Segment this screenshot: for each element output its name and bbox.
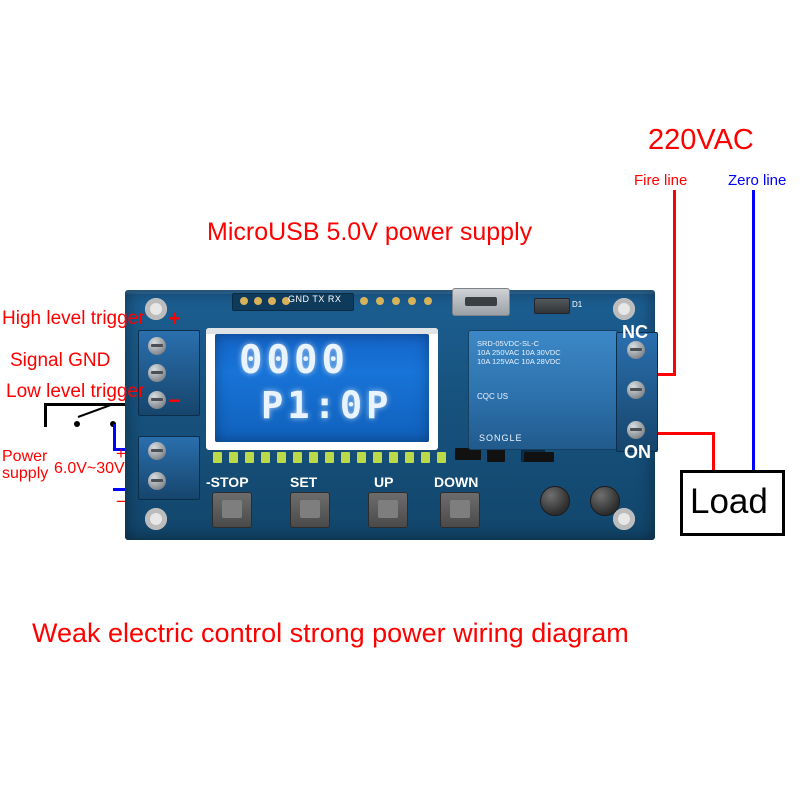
microusb-connector[interactable]	[452, 288, 510, 316]
relay-spec-line-1: 10A 250VAC 10A 30VDC	[477, 348, 561, 357]
capacitor	[590, 486, 620, 516]
high-level-trigger-label: High level trigger	[2, 308, 145, 329]
wire-zero-line-vertical	[752, 190, 755, 472]
smd-component	[487, 446, 505, 462]
switch-lever	[77, 404, 111, 418]
capacitor	[540, 486, 570, 516]
zero-line-label: Zero line	[728, 172, 787, 189]
wire-fire-line-to-nc	[655, 373, 676, 376]
board-edge-strip	[125, 290, 655, 294]
solder-pad	[245, 452, 254, 463]
wire-switch-left-down	[44, 403, 47, 427]
mounting-hole-top-left	[145, 298, 167, 320]
solder-pad	[421, 452, 430, 463]
terminal-screw[interactable]	[148, 391, 166, 409]
solder-pad	[437, 452, 446, 463]
diagram-caption: Weak electric control strong power wirin…	[32, 618, 629, 648]
mounting-hole-bottom-left	[145, 508, 167, 530]
relay-brand: SONGLE	[479, 433, 523, 443]
power-terminal-block[interactable]	[138, 436, 200, 500]
relay-spec-text: SRD-05VDC-SL-C 10A 250VAC 10A 30VDC 10A …	[477, 339, 609, 401]
solder-pad	[293, 452, 302, 463]
terminal-screw[interactable]	[148, 337, 166, 355]
low-level-trigger-label: Low level trigger	[6, 381, 145, 402]
terminal-screw[interactable]	[148, 472, 166, 490]
solder-pad	[325, 452, 334, 463]
wire-switch-top	[44, 403, 150, 406]
terminal-screw-on[interactable]	[627, 421, 645, 439]
solder-pad	[341, 452, 350, 463]
solder-pad	[405, 452, 414, 463]
d1-silkscreen-label: D1	[572, 300, 583, 309]
down-button[interactable]	[440, 492, 480, 528]
down-button-label: DOWN	[434, 474, 479, 490]
voltage-range-label: 6.0V~30V	[54, 460, 125, 477]
uart-header-strip	[232, 293, 354, 311]
power-supply-line1: Power	[2, 448, 48, 465]
wire-on-down-to-load	[712, 432, 715, 472]
load-box	[680, 470, 785, 536]
microusb-supply-label: MicroUSB 5.0V power supply	[207, 218, 533, 246]
relay-module: SRD-05VDC-SL-C 10A 250VAC 10A 30VDC 10A …	[468, 330, 618, 450]
signal-gnd-label: Signal GND	[10, 350, 111, 371]
mode-switch[interactable]	[534, 298, 570, 314]
solder-pad	[309, 452, 318, 463]
header-pad	[408, 297, 416, 305]
set-button[interactable]	[290, 492, 330, 528]
header-pad	[424, 297, 432, 305]
terminal-screw[interactable]	[148, 364, 166, 382]
lcd-display: 0000 P1:0P	[206, 328, 438, 450]
mounting-hole-top-right	[613, 298, 635, 320]
wire-power-minus-vertical	[113, 488, 116, 490]
fire-line-label: Fire line	[634, 172, 688, 189]
power-supply-line2: supply	[2, 465, 49, 482]
solder-pad	[373, 452, 382, 463]
solder-pad	[213, 452, 222, 463]
header-pad	[360, 297, 368, 305]
wire-fire-line-vertical	[673, 190, 676, 375]
solder-pad	[261, 452, 270, 463]
relay-model: SRD-05VDC-SL-C	[477, 339, 540, 348]
header-pad	[254, 297, 262, 305]
header-pad	[392, 297, 400, 305]
lcd-mode-line: P1:0P	[261, 384, 393, 427]
wire-on-to-load	[655, 432, 715, 435]
set-button-label: SET	[290, 474, 318, 490]
lcd-value-line: 0000	[239, 338, 349, 383]
terminal-screw-nc[interactable]	[627, 341, 645, 359]
lcd-screen: 0000 P1:0P	[215, 334, 429, 442]
high-level-plus-sign: +	[168, 306, 181, 331]
small-chip	[524, 452, 554, 462]
header-pad	[268, 297, 276, 305]
ac-source-label: 220VAC	[648, 124, 754, 156]
low-level-minus-sign: −	[168, 388, 181, 413]
relay-marks: CQC US	[477, 392, 509, 401]
solder-pad	[357, 452, 366, 463]
header-silkscreen-label: GND TX RX	[288, 294, 342, 304]
on-terminal-label: ON	[624, 442, 651, 462]
solder-pad	[277, 452, 286, 463]
nc-terminal-label: NC	[622, 322, 648, 342]
load-label: Load	[690, 482, 768, 521]
power-minus-sign: −	[116, 492, 126, 511]
up-button-label: UP	[374, 474, 394, 490]
stop-button[interactable]	[212, 492, 252, 528]
header-pad	[376, 297, 384, 305]
terminal-screw[interactable]	[148, 442, 166, 460]
power-plus-sign: +	[116, 444, 126, 463]
solder-pad	[389, 452, 398, 463]
relay-spec-line-2: 10A 125VAC 10A 28VDC	[477, 357, 561, 366]
header-pad	[282, 297, 290, 305]
solder-pad	[229, 452, 238, 463]
mounting-hole-bottom-right	[613, 508, 635, 530]
lcd-bezel	[206, 328, 438, 334]
header-pad	[240, 297, 248, 305]
stop-button-label: -STOP	[206, 474, 249, 490]
up-button[interactable]	[368, 492, 408, 528]
wire-power-plus-horizontal	[113, 424, 116, 450]
terminal-screw-com[interactable]	[627, 381, 645, 399]
smd-component	[455, 448, 481, 460]
switch-contact-left	[74, 421, 80, 427]
